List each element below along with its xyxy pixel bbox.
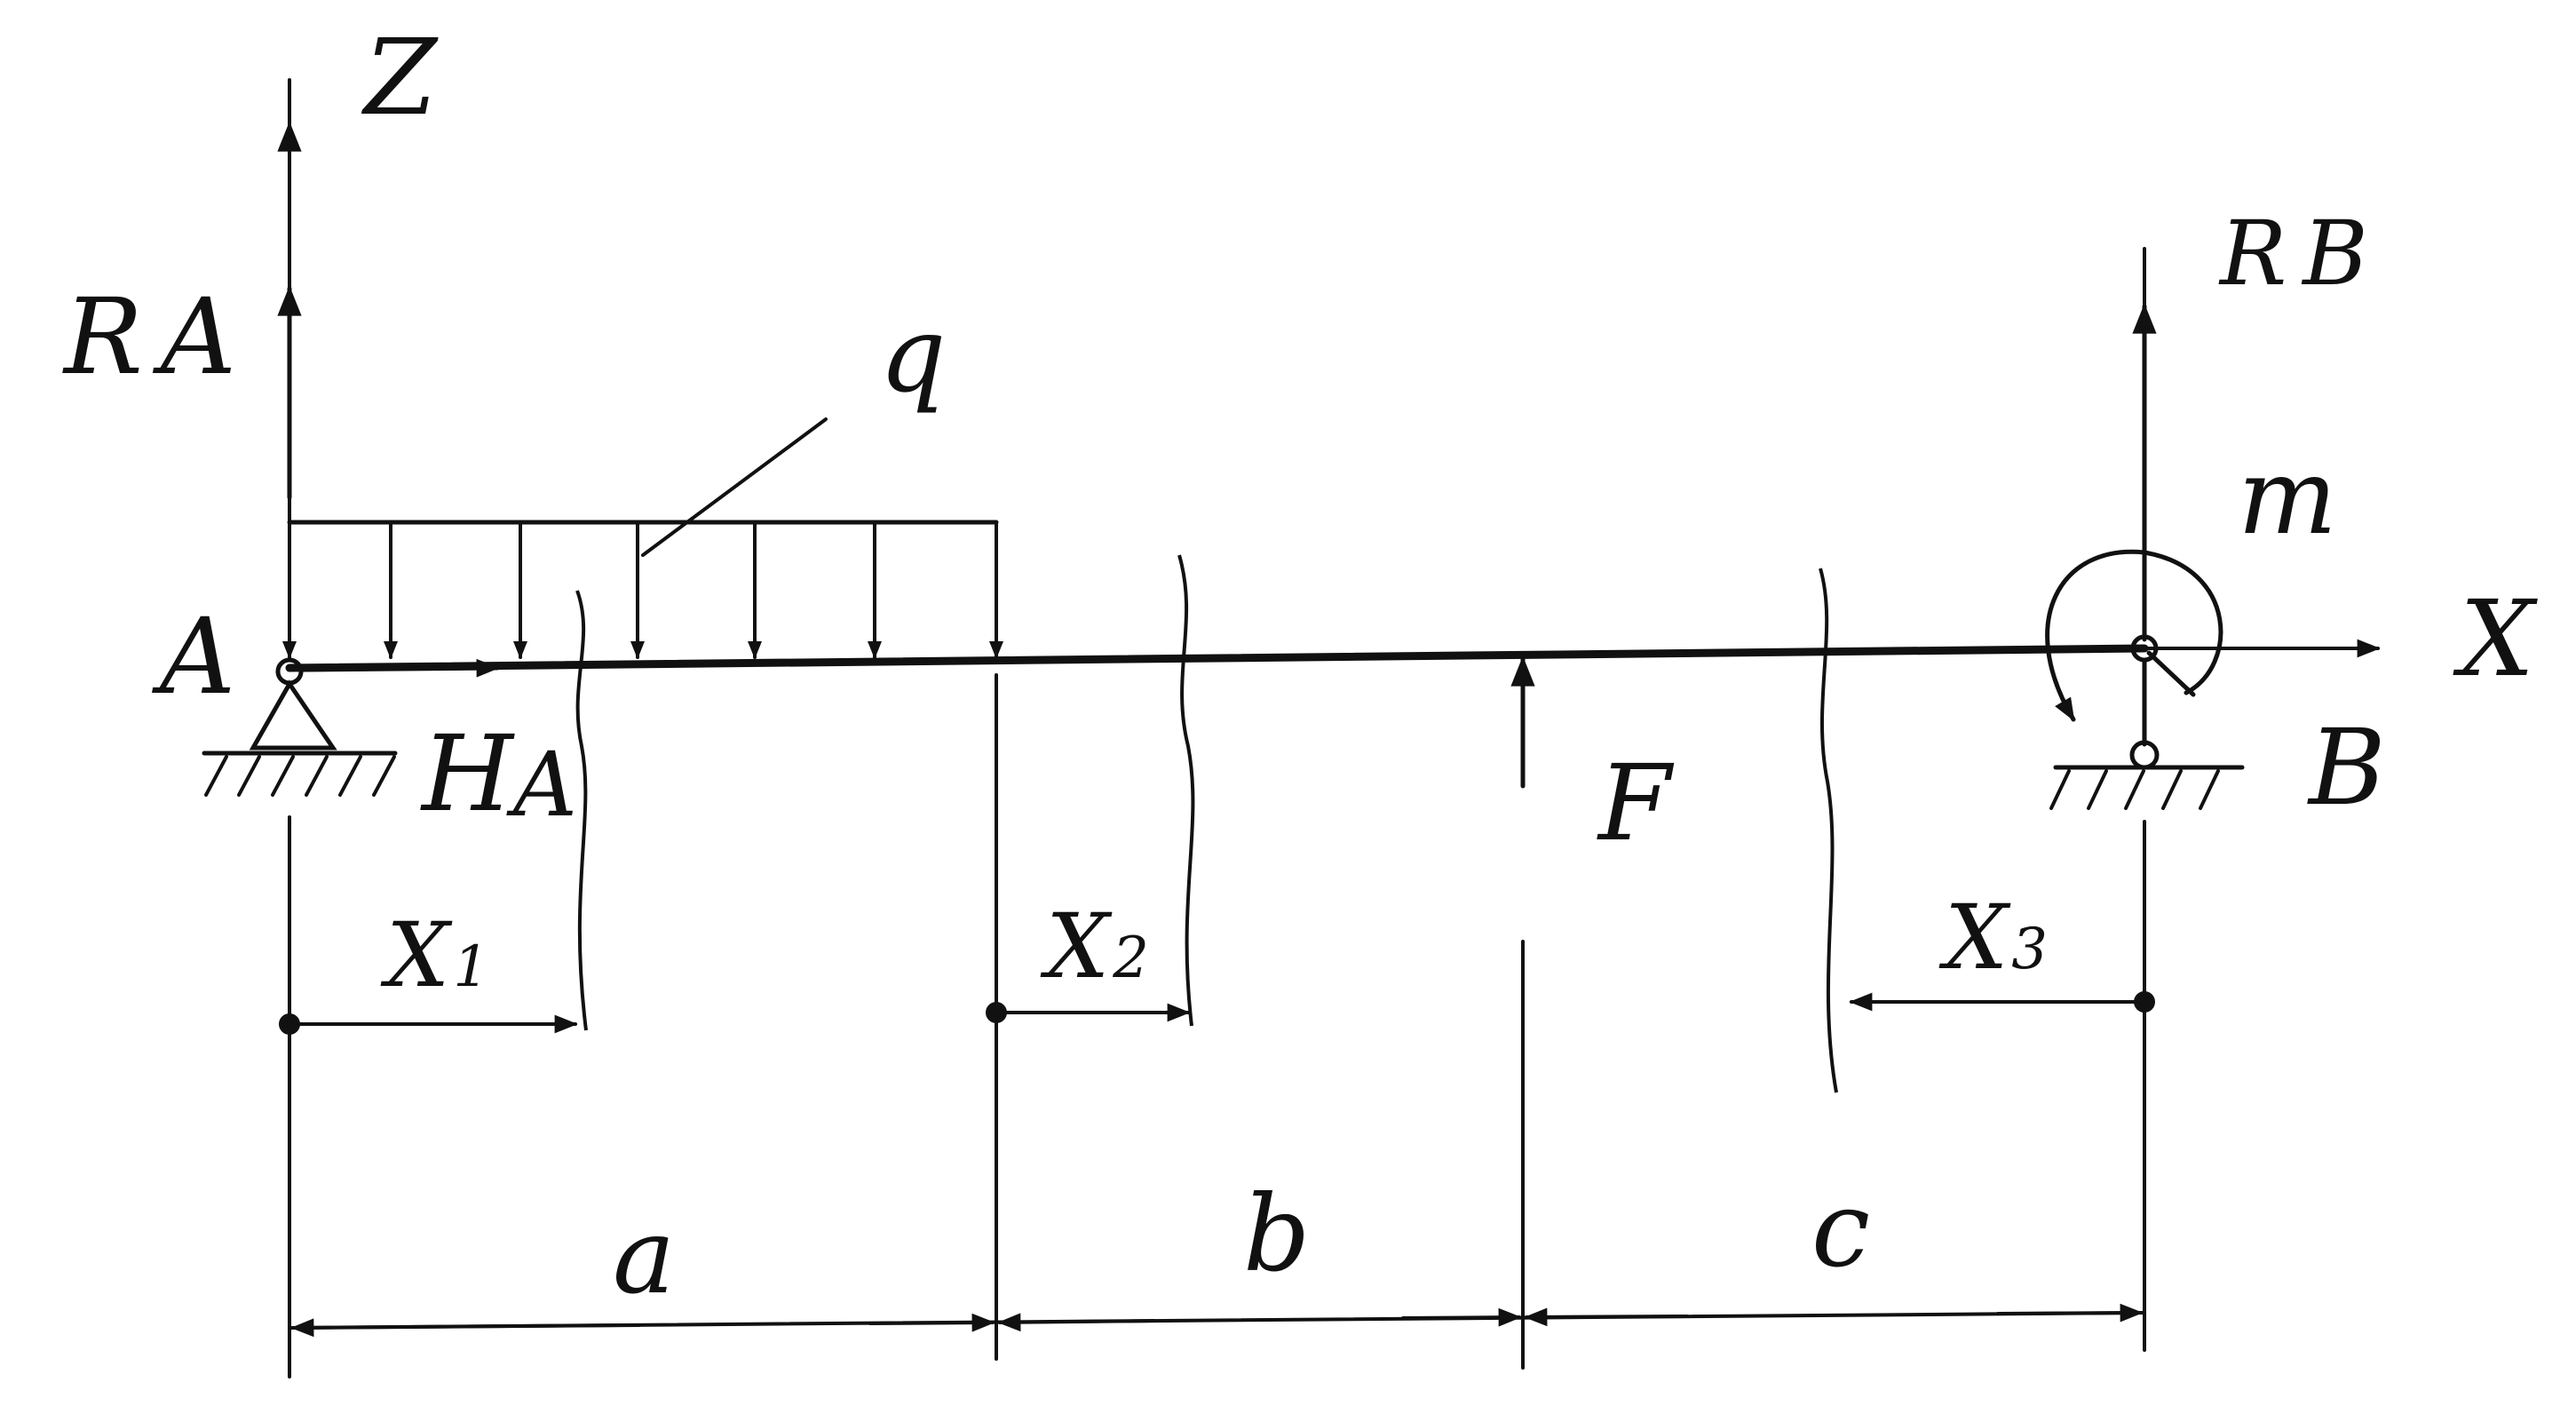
section-cut-2 [1177, 554, 1195, 1027]
section-cut-1 [575, 590, 588, 1031]
x2-label: X2 [1040, 894, 1149, 998]
z-axis-label: Z [361, 16, 439, 139]
x1-label: X1 [380, 903, 489, 1007]
support-a [202, 657, 398, 797]
ha-arrow [299, 658, 500, 678]
distributed-load-arrows [282, 520, 1003, 659]
point-b-label: B [2307, 706, 2386, 829]
support-b [2049, 634, 2245, 810]
dim-c-arrow-left [1524, 1307, 1689, 1327]
f-label: F [1597, 742, 1675, 864]
dim-b-arrow-right [1401, 1307, 1522, 1327]
dim-a-label: a [613, 1195, 675, 1317]
point-a-label: A [152, 595, 235, 718]
q-label: q [879, 293, 947, 416]
ha-label: HA [420, 712, 577, 837]
moment-m-arm [2146, 650, 2196, 697]
section-cut-3 [1819, 568, 1838, 1093]
dim-c-arrow-right [1996, 1303, 2144, 1323]
dim-b-arrow-left [997, 1313, 1156, 1332]
x3-label: X3 [1938, 886, 2048, 989]
dim-a-arrow-left [290, 1318, 641, 1338]
moment-m-arc [2045, 549, 2223, 722]
dim-c-label: c [1811, 1168, 1870, 1291]
q-leader [641, 417, 828, 557]
beam [285, 644, 2149, 672]
x-axis-label: X [2453, 577, 2538, 700]
m-label: m [2238, 435, 2337, 558]
dim-b-label: b [1243, 1172, 1311, 1295]
